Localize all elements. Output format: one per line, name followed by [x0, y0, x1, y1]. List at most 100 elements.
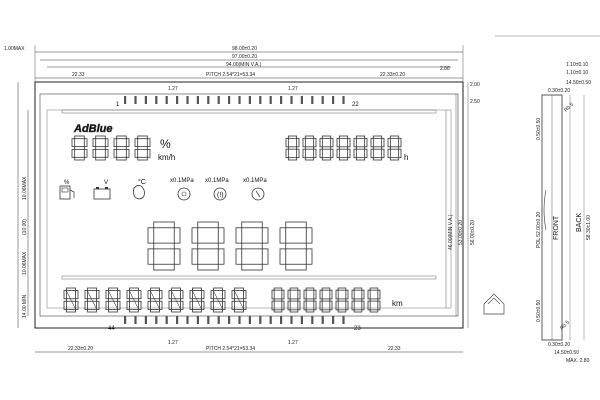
side-top-1: 1.10±0.10 — [566, 62, 588, 68]
km-digit — [335, 287, 349, 313]
pressure-gauge-icon-2: x0.1MPa (!) — [205, 178, 229, 201]
pin — [176, 316, 179, 324]
pin — [238, 96, 241, 104]
pin — [228, 316, 231, 324]
main-digit — [279, 221, 313, 271]
svg-text:x0.1MPa: x0.1MPa — [205, 178, 229, 184]
dim-height-right-1: 46.00(MIN V.A.) — [448, 214, 454, 250]
svg-text:x0.1MPa: x0.1MPa — [243, 178, 267, 184]
dim-height-left-2: (10.00) — [22, 219, 28, 235]
pin — [207, 96, 210, 104]
panel-outline — [34, 81, 464, 329]
svg-text:V: V — [104, 180, 108, 186]
pin — [311, 96, 314, 104]
svg-text:%: % — [64, 180, 70, 186]
alpha-digits — [63, 287, 247, 313]
pin — [165, 316, 168, 324]
pin — [248, 316, 251, 324]
pin — [155, 96, 158, 104]
dim-right-offset-top: 22.33±0.20 — [380, 72, 405, 78]
pin — [248, 96, 251, 104]
dim-height-left-4: 14.00 MIN — [22, 295, 28, 318]
km-unit: km — [392, 299, 403, 308]
pressure-gauge-icon-1: x0.1MPa — [170, 178, 194, 201]
alpha-digit — [168, 287, 184, 313]
dim-height-right-3: 56.00±0.20 — [470, 220, 476, 245]
pin — [342, 316, 345, 324]
dim-height-left-3: 10.06MAX — [22, 251, 28, 275]
side-bottom-2: 14.50±0.50 — [554, 350, 579, 356]
odometer-digit — [336, 135, 351, 161]
pin — [280, 96, 283, 104]
dim-va-width: 97.00±0.20 — [232, 54, 257, 60]
pin — [124, 316, 127, 324]
dim-height-left-1: 10.06MAX — [22, 176, 28, 200]
pin — [165, 96, 168, 104]
svg-text:x0.1MPa: x0.1MPa — [170, 178, 194, 184]
dim-pin-pitch-right: 1.27 — [288, 86, 298, 92]
dim-left-offset-bottom: 22.33±0.20 — [68, 346, 93, 352]
pin — [124, 96, 127, 104]
pin — [332, 316, 335, 324]
dim-right-2-00: 2.00 — [470, 82, 480, 88]
dim-right-offset-bottom: 22.33 — [388, 346, 401, 352]
pin-label-22: 22 — [352, 102, 359, 108]
km-digit — [303, 287, 317, 313]
gauge-digit — [92, 135, 109, 161]
percent-symbol: % — [160, 137, 171, 151]
odometer-digit — [353, 135, 368, 161]
odometer-digit — [285, 135, 300, 161]
battery-icon: V — [93, 180, 111, 200]
odometer-digits — [285, 135, 402, 161]
pin — [259, 316, 262, 324]
km-digits — [271, 287, 381, 313]
top-pin-row — [124, 96, 345, 104]
odometer-digit — [319, 135, 334, 161]
alpha-digit — [189, 287, 205, 313]
pin-label-44: 44 — [108, 326, 115, 332]
pin — [321, 96, 324, 104]
pin — [311, 316, 314, 324]
side-bottom-3: MAX. 2.80 — [566, 358, 590, 364]
side-left-top: 0.50±0.50 — [536, 118, 542, 140]
pin-label-1: 1 — [116, 102, 120, 108]
dim-left-offset-top: 22.33 — [72, 72, 85, 78]
alpha-digit — [84, 287, 100, 313]
alpha-digit — [210, 287, 226, 313]
pin — [217, 96, 220, 104]
side-front-label: FRONT — [553, 215, 560, 240]
dim-pitch-top: PITCH 2.54*21=53.34 — [206, 72, 255, 78]
dim-pitch-bottom: PITCH 2.54*21=53.34 — [206, 346, 255, 352]
km-digit — [319, 287, 333, 313]
odometer-digit — [302, 135, 317, 161]
side-top-r: R0.5 — [563, 102, 575, 114]
coolant-temp-icon: °C — [133, 178, 146, 200]
dim-overall-width: 98.00±0.20 — [232, 46, 257, 52]
dim-height-right-2: 53.00±0.20 — [458, 220, 464, 245]
km-digit — [351, 287, 365, 313]
fuel-icon: % — [59, 180, 75, 200]
main-digit — [147, 221, 181, 271]
pin — [196, 316, 199, 324]
pin — [176, 96, 179, 104]
side-back-label: BACK — [576, 213, 583, 232]
km-digit — [271, 287, 285, 313]
pin — [280, 316, 283, 324]
pin — [269, 96, 272, 104]
pin — [342, 96, 345, 104]
pin-label-23: 23 — [354, 326, 361, 332]
side-pol-label: POL 52.00±0.20 — [536, 212, 542, 248]
pin — [259, 96, 262, 104]
side-top-2: 1.10±0.10 — [566, 70, 588, 76]
side-top-3: 14.50±0.50 — [566, 80, 591, 86]
pin — [196, 96, 199, 104]
brand-adblue: AdBlue — [73, 123, 113, 135]
gauge-digit — [134, 135, 151, 161]
pin — [238, 316, 241, 324]
pin — [332, 96, 335, 104]
pin — [207, 316, 210, 324]
odometer-digit — [387, 135, 402, 161]
gauge-digit — [113, 135, 130, 161]
pin — [134, 316, 137, 324]
